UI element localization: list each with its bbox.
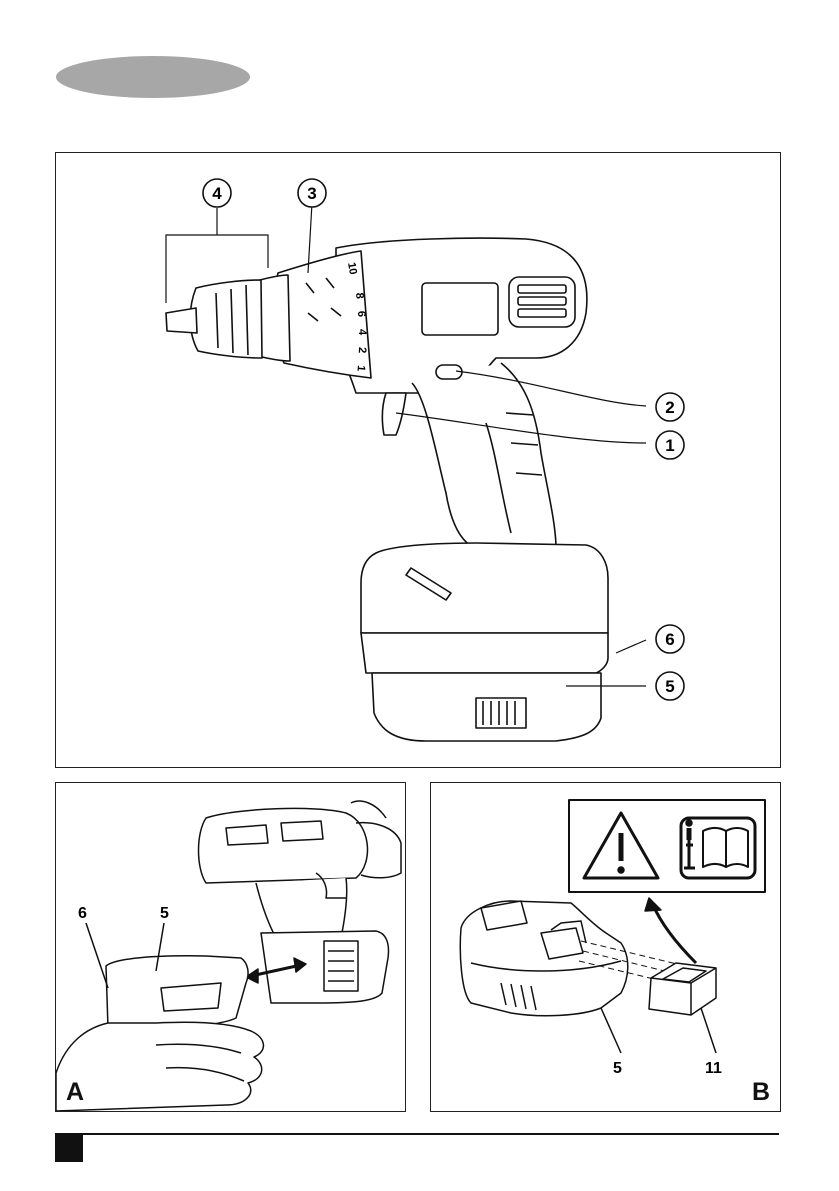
- speed-scale-8: 8: [353, 292, 365, 299]
- callout-1: 1: [656, 431, 684, 459]
- svg-text:2: 2: [665, 398, 674, 417]
- section-tab-pill: [56, 56, 250, 98]
- speed-scale-4: 4: [356, 329, 368, 336]
- battery-removal-illustration: 6 5: [56, 783, 405, 1111]
- panel-b-callout-11: 11: [705, 1060, 722, 1077]
- panel-a-letter: A: [66, 1078, 84, 1107]
- speed-scale-2: 2: [356, 347, 368, 354]
- battery-label-illustration: 5 11: [431, 783, 780, 1111]
- speed-scale-1: 1: [354, 365, 366, 372]
- panel-b-frame: 5 11 B: [430, 782, 781, 1112]
- callout-3: 3: [298, 179, 326, 207]
- callout-6: 6: [656, 625, 684, 653]
- panel-a-callout-6: 6: [78, 905, 87, 922]
- svg-text:4: 4: [212, 184, 222, 203]
- panel-b-letter: B: [752, 1078, 770, 1107]
- speed-scale-6: 6: [355, 311, 367, 318]
- svg-text:5: 5: [665, 677, 674, 696]
- svg-text:3: 3: [307, 184, 316, 203]
- callout-5: 5: [656, 672, 684, 700]
- svg-text:6: 6: [665, 630, 674, 649]
- drill-illustration: 10 8 6 4 2 1 4 3: [56, 153, 780, 767]
- panel-a-frame: 6 5 A: [55, 782, 406, 1112]
- panel-b-callout-5: 5: [613, 1060, 622, 1077]
- footer-page-marker: [55, 1134, 83, 1162]
- main-figure-frame: 10 8 6 4 2 1 4 3: [55, 152, 781, 768]
- speed-scale-10: 10: [345, 261, 359, 275]
- panel-a-callout-5: 5: [160, 905, 169, 922]
- footer-rule: [55, 1133, 779, 1135]
- callout-4: 4: [203, 179, 231, 207]
- callout-2: 2: [656, 393, 684, 421]
- svg-text:1: 1: [665, 436, 674, 455]
- read-manual-icon: [681, 818, 755, 878]
